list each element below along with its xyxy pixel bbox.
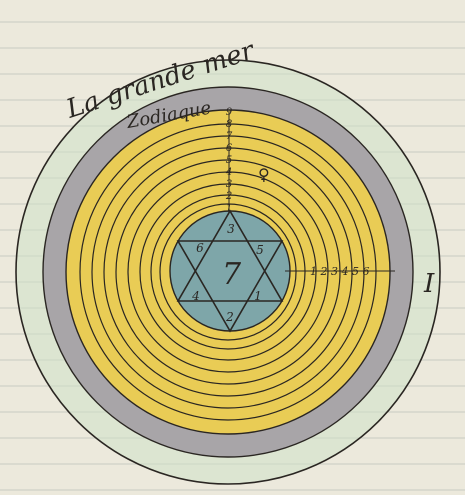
ring-number: 9 <box>226 107 233 118</box>
ring-number: 4 <box>225 167 232 178</box>
ring-number: 7 <box>226 131 233 142</box>
ring-number: 5 <box>226 155 232 166</box>
star-number: 4 <box>191 289 200 303</box>
ring-number: 8 <box>226 119 232 130</box>
ring-number: 6 <box>226 143 233 154</box>
star-number: 5 <box>256 243 264 257</box>
star-number: 3 <box>227 222 235 236</box>
side-mark: I <box>423 269 435 299</box>
ring-number: 3 <box>226 179 232 190</box>
ring-numbers-right: 1 2 3 4 5 6 <box>310 265 369 278</box>
center-number: 7 <box>222 257 242 292</box>
star-number: 1 <box>254 289 262 303</box>
star-number: 6 <box>196 241 204 255</box>
small-mark: ♀ <box>258 165 270 184</box>
ring-number: 2 <box>225 191 232 202</box>
star-number: 2 <box>225 310 234 324</box>
ring-number: 1 <box>226 203 232 214</box>
ring-numbers: 1 2 3 4 5 6 7 8 9 <box>225 107 233 214</box>
